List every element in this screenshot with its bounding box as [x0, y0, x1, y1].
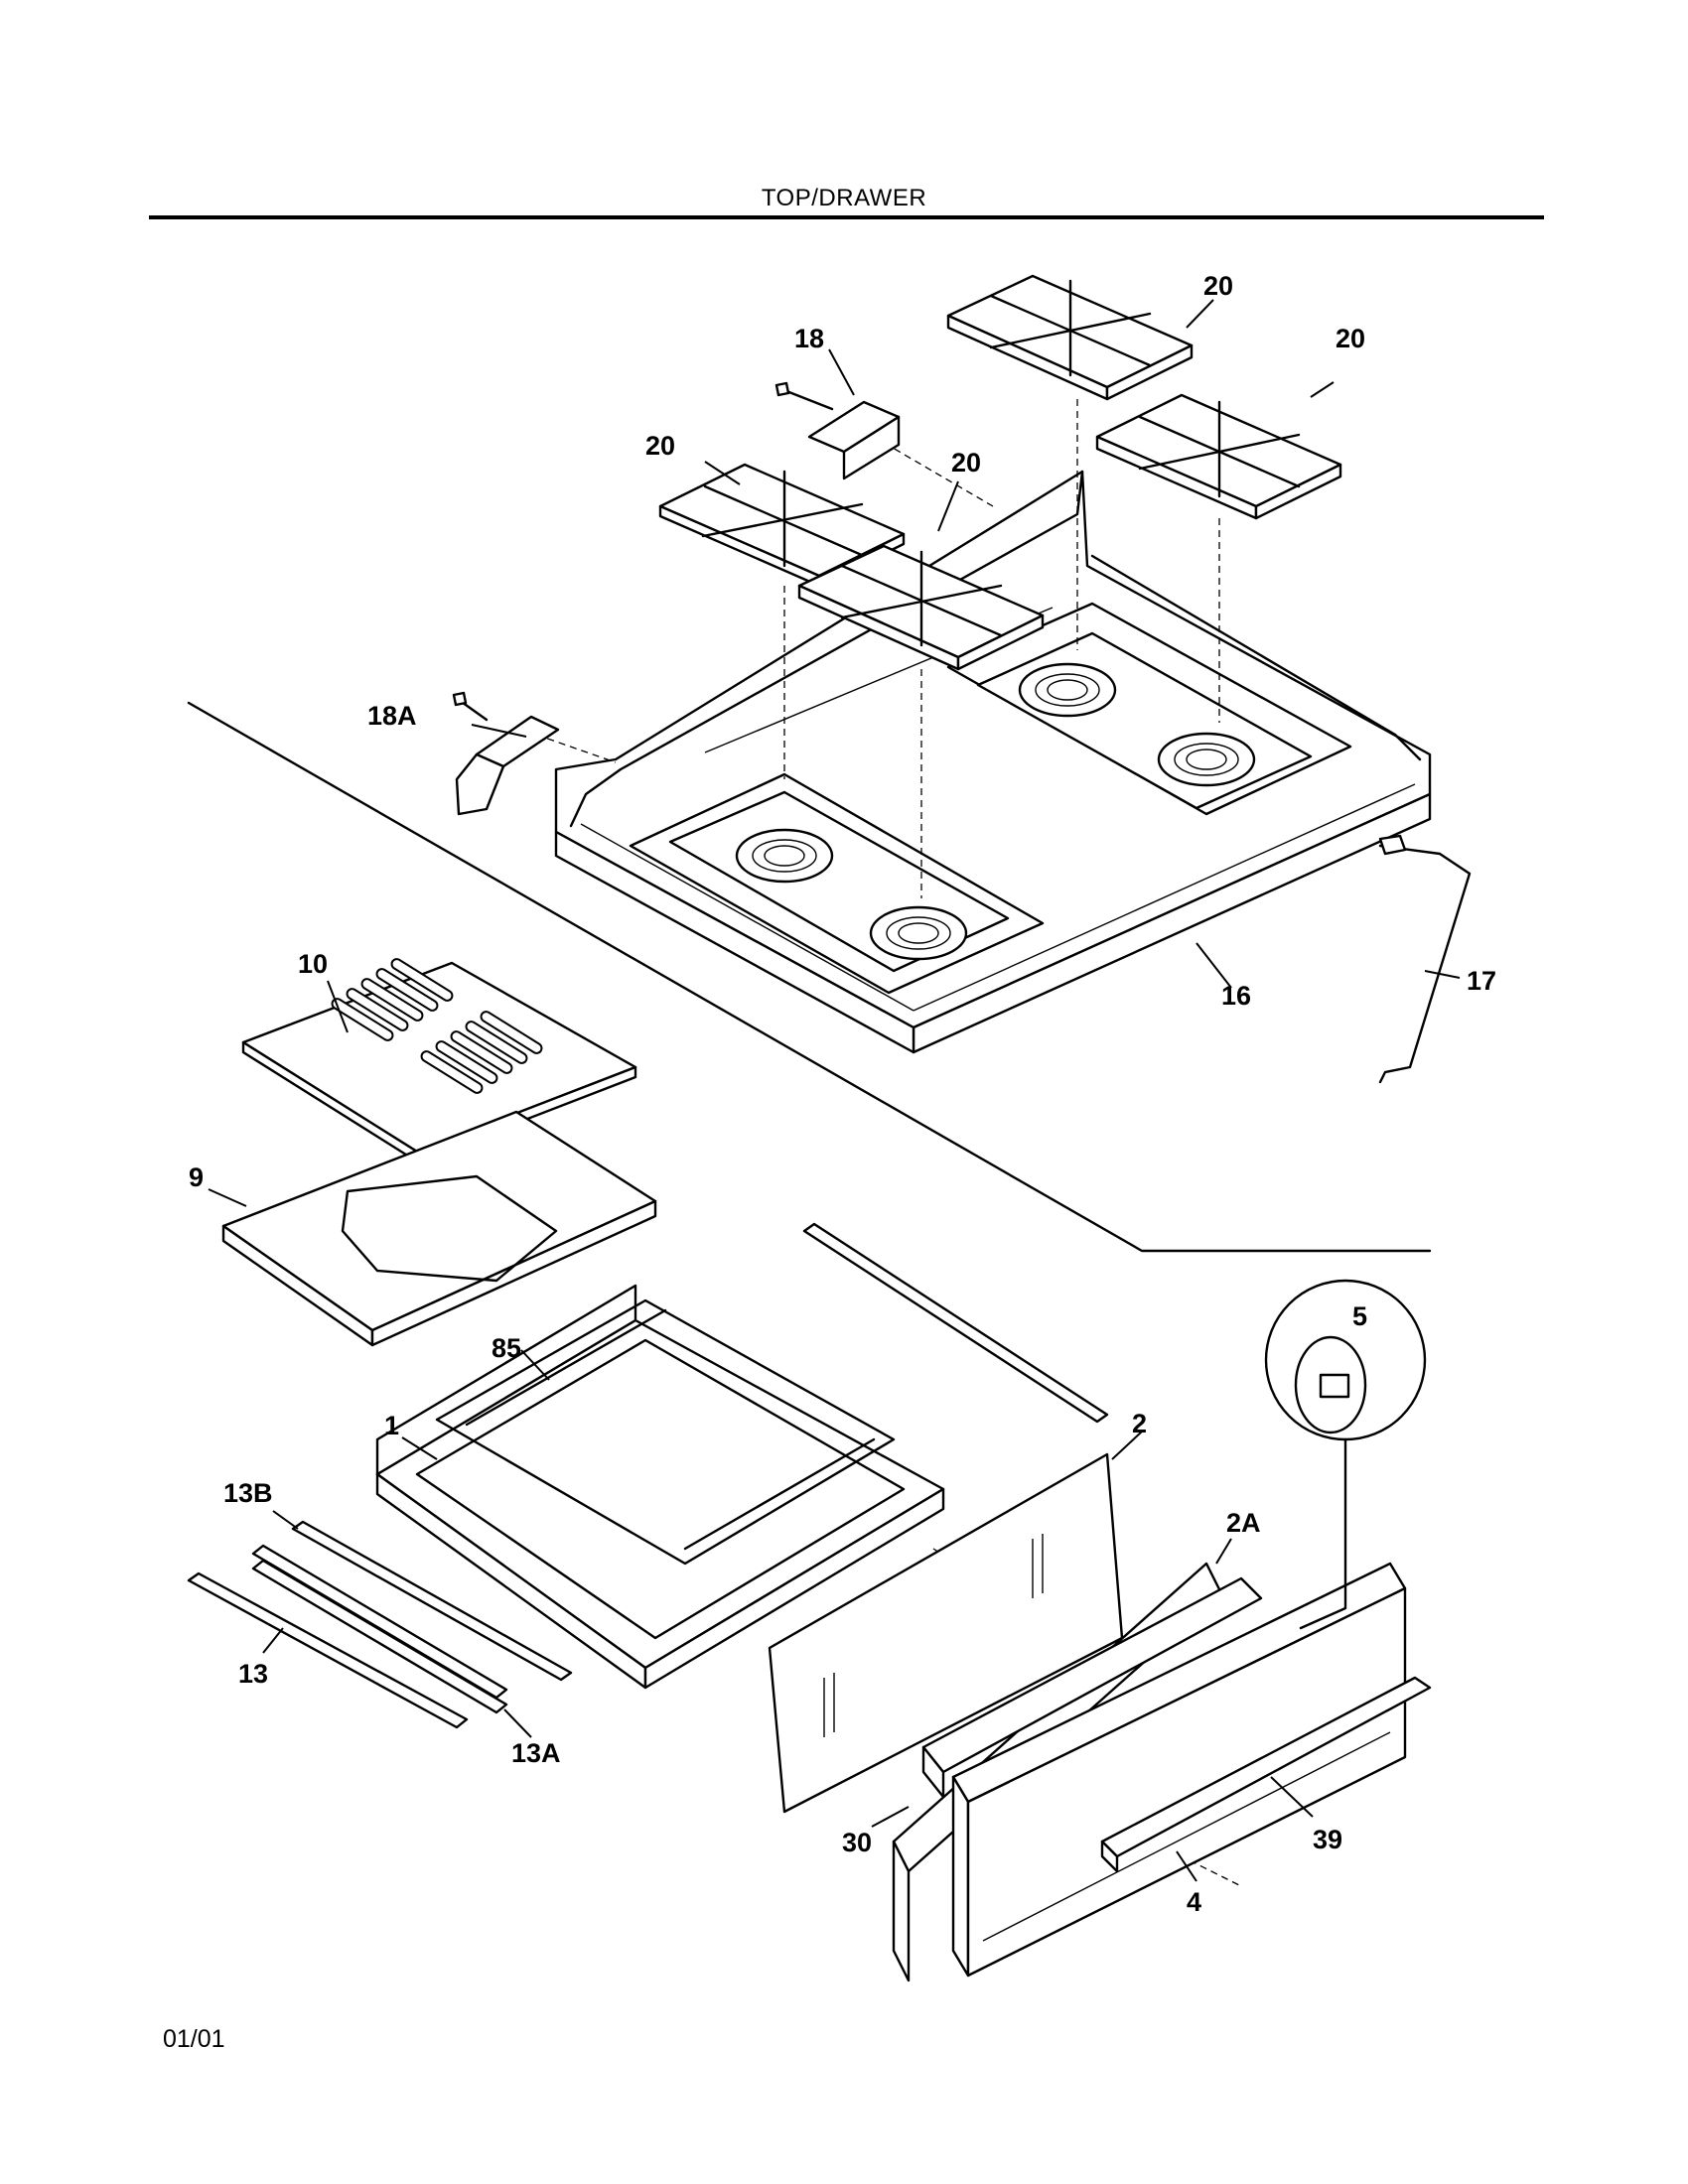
broiler-pan-part-9: [221, 1110, 657, 1347]
bracket-part-18: [774, 381, 901, 480]
callout-17: 17: [1467, 966, 1496, 996]
slide-rail-part-13: [187, 1571, 469, 1729]
footer-date: 01/01: [163, 2025, 225, 2053]
callout-13a: 13A: [511, 1738, 561, 1768]
callout-18: 18: [794, 324, 824, 353]
bracket-part-18a: [452, 691, 560, 816]
callout-2a: 2A: [1226, 1508, 1261, 1538]
drawer-front-part-4: [951, 1562, 1407, 1978]
drawer-rail-right: [802, 1222, 1109, 1424]
callout-20-center: 20: [951, 448, 981, 478]
slide-rail-part-13a: [251, 1544, 508, 1714]
callout-20-left: 20: [645, 431, 675, 461]
title-divider: [149, 215, 1544, 219]
callout-1: 1: [384, 1411, 399, 1440]
callout-20-top-right: 20: [1203, 271, 1233, 301]
callout-2: 2: [1132, 1409, 1147, 1438]
grate-part-20-top-right: [946, 274, 1194, 401]
slide-rail-part-13b: [291, 1520, 573, 1682]
section-divider-line: [187, 701, 1432, 1253]
callout-10: 10: [298, 949, 328, 979]
callout-13: 13: [238, 1659, 268, 1689]
callout-5: 5: [1352, 1301, 1367, 1331]
callout-13b: 13B: [223, 1478, 273, 1508]
callout-labels: 18 20 20 20 20 18A 16 17 10 9 85 1 5 2 2…: [189, 271, 1496, 1917]
grate-part-20-center: [797, 544, 1045, 671]
drawer-gasket-part-30: [921, 1576, 1263, 1799]
cooktop-part-16: [554, 470, 1432, 1054]
callout-9: 9: [189, 1162, 204, 1192]
page-title: TOP/DRAWER: [761, 185, 927, 211]
callout-16: 16: [1221, 981, 1251, 1011]
callout-39: 39: [1313, 1825, 1342, 1854]
grate-part-20-right: [1095, 393, 1342, 520]
detail-circle-part-5: [1264, 1279, 1427, 1630]
burner-rod-part-17: [1378, 834, 1472, 1084]
drawer-rack-part-85: [435, 1298, 896, 1566]
callout-85: 85: [492, 1333, 521, 1363]
drawer-handle-part-39: [1100, 1676, 1432, 1873]
callout-4: 4: [1187, 1887, 1201, 1917]
callout-20-right: 20: [1336, 324, 1365, 353]
broiler-grid-part-10: [241, 958, 637, 1163]
callout-30: 30: [842, 1828, 872, 1857]
callout-18a: 18A: [367, 701, 417, 731]
callout-leaders: [208, 299, 1461, 1882]
